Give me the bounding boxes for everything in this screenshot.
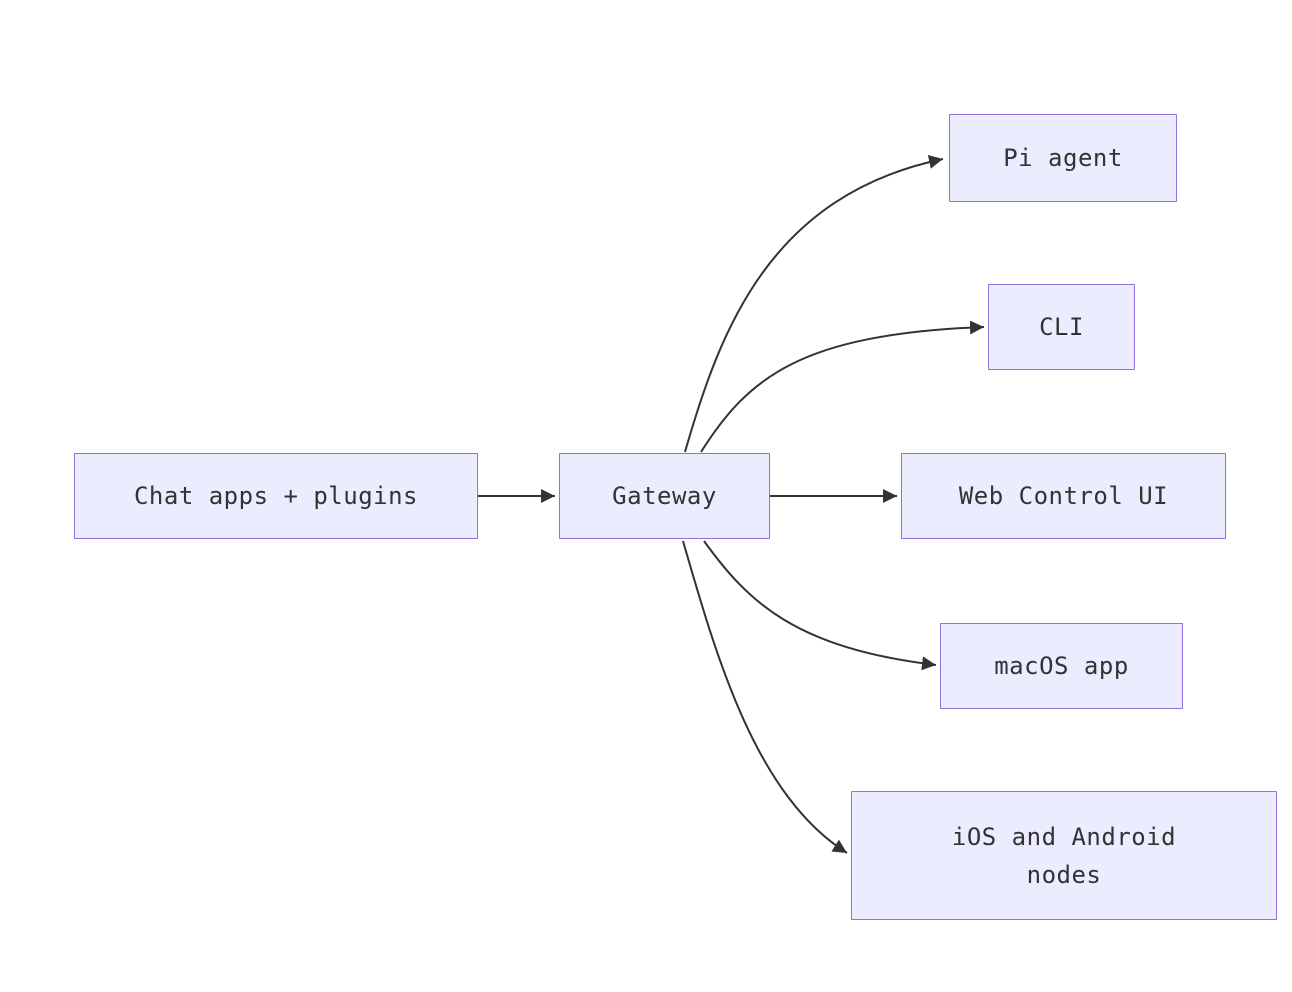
node-macos-app: macOS app xyxy=(940,623,1183,709)
node-ios-android-nodes: iOS and Android nodes xyxy=(851,791,1277,920)
node-chat-apps-plugins-label: Chat apps + plugins xyxy=(133,482,419,510)
node-cli-label: CLI xyxy=(1039,313,1084,341)
node-gateway: Gateway xyxy=(559,453,770,539)
node-macos-app-label: macOS app xyxy=(994,652,1129,680)
node-web-control-ui-label: Web Control UI xyxy=(958,482,1169,510)
node-cli: CLI xyxy=(988,284,1135,370)
edge-gateway-to-cli xyxy=(700,320,985,453)
edge-gateway-to-ios-android xyxy=(682,540,848,854)
node-ios-android-nodes-label-line2: nodes xyxy=(1026,860,1102,889)
node-pi-agent: Pi agent xyxy=(949,114,1177,202)
edge-gateway-to-macos-app xyxy=(703,540,937,671)
node-chat-apps-plugins: Chat apps + plugins xyxy=(74,453,478,539)
node-gateway-label: Gateway xyxy=(612,482,717,510)
edge-gateway-to-pi-agent xyxy=(684,155,944,453)
node-pi-agent-label: Pi agent xyxy=(1003,144,1123,172)
node-web-control-ui: Web Control UI xyxy=(901,453,1226,539)
node-ios-android-nodes-label-line1: iOS and Android xyxy=(951,822,1177,851)
